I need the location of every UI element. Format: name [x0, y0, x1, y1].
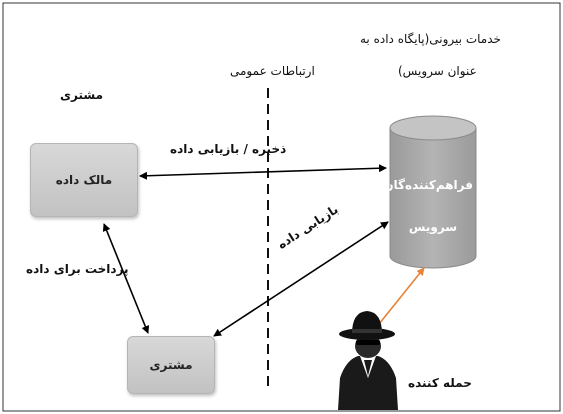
store-retrieve-arrow	[139, 164, 387, 180]
external-service-label-line2: عنوان سرویس)	[398, 64, 477, 78]
customer-box: مشتری	[127, 336, 215, 394]
external-service-label-line1: خدمات بیرونی(پایگاه داده به	[360, 32, 501, 46]
pay-for-data-label: پرداخت برای داده	[26, 262, 129, 276]
public-comm-label: ارتباطات عمومی	[230, 64, 315, 78]
attacker-icon	[338, 311, 398, 410]
customer-heading: مشتری	[60, 88, 104, 102]
data-owner-box: مالک داده	[30, 143, 138, 217]
store-retrieve-label: ذخیره / بازیابی داده	[170, 142, 287, 156]
attacker-label: حمله کننده	[408, 376, 472, 390]
provider-label-line1: فراهم‌کننده‌گان	[383, 178, 473, 192]
customer-box-label: مشتری	[149, 358, 193, 372]
provider-label-line2: سرویس	[408, 220, 458, 234]
data-owner-label: مالک داده	[55, 173, 113, 187]
service-provider-database	[389, 115, 477, 269]
data-retrieval-arrow	[213, 221, 389, 337]
pay-for-data-arrow	[102, 223, 150, 334]
